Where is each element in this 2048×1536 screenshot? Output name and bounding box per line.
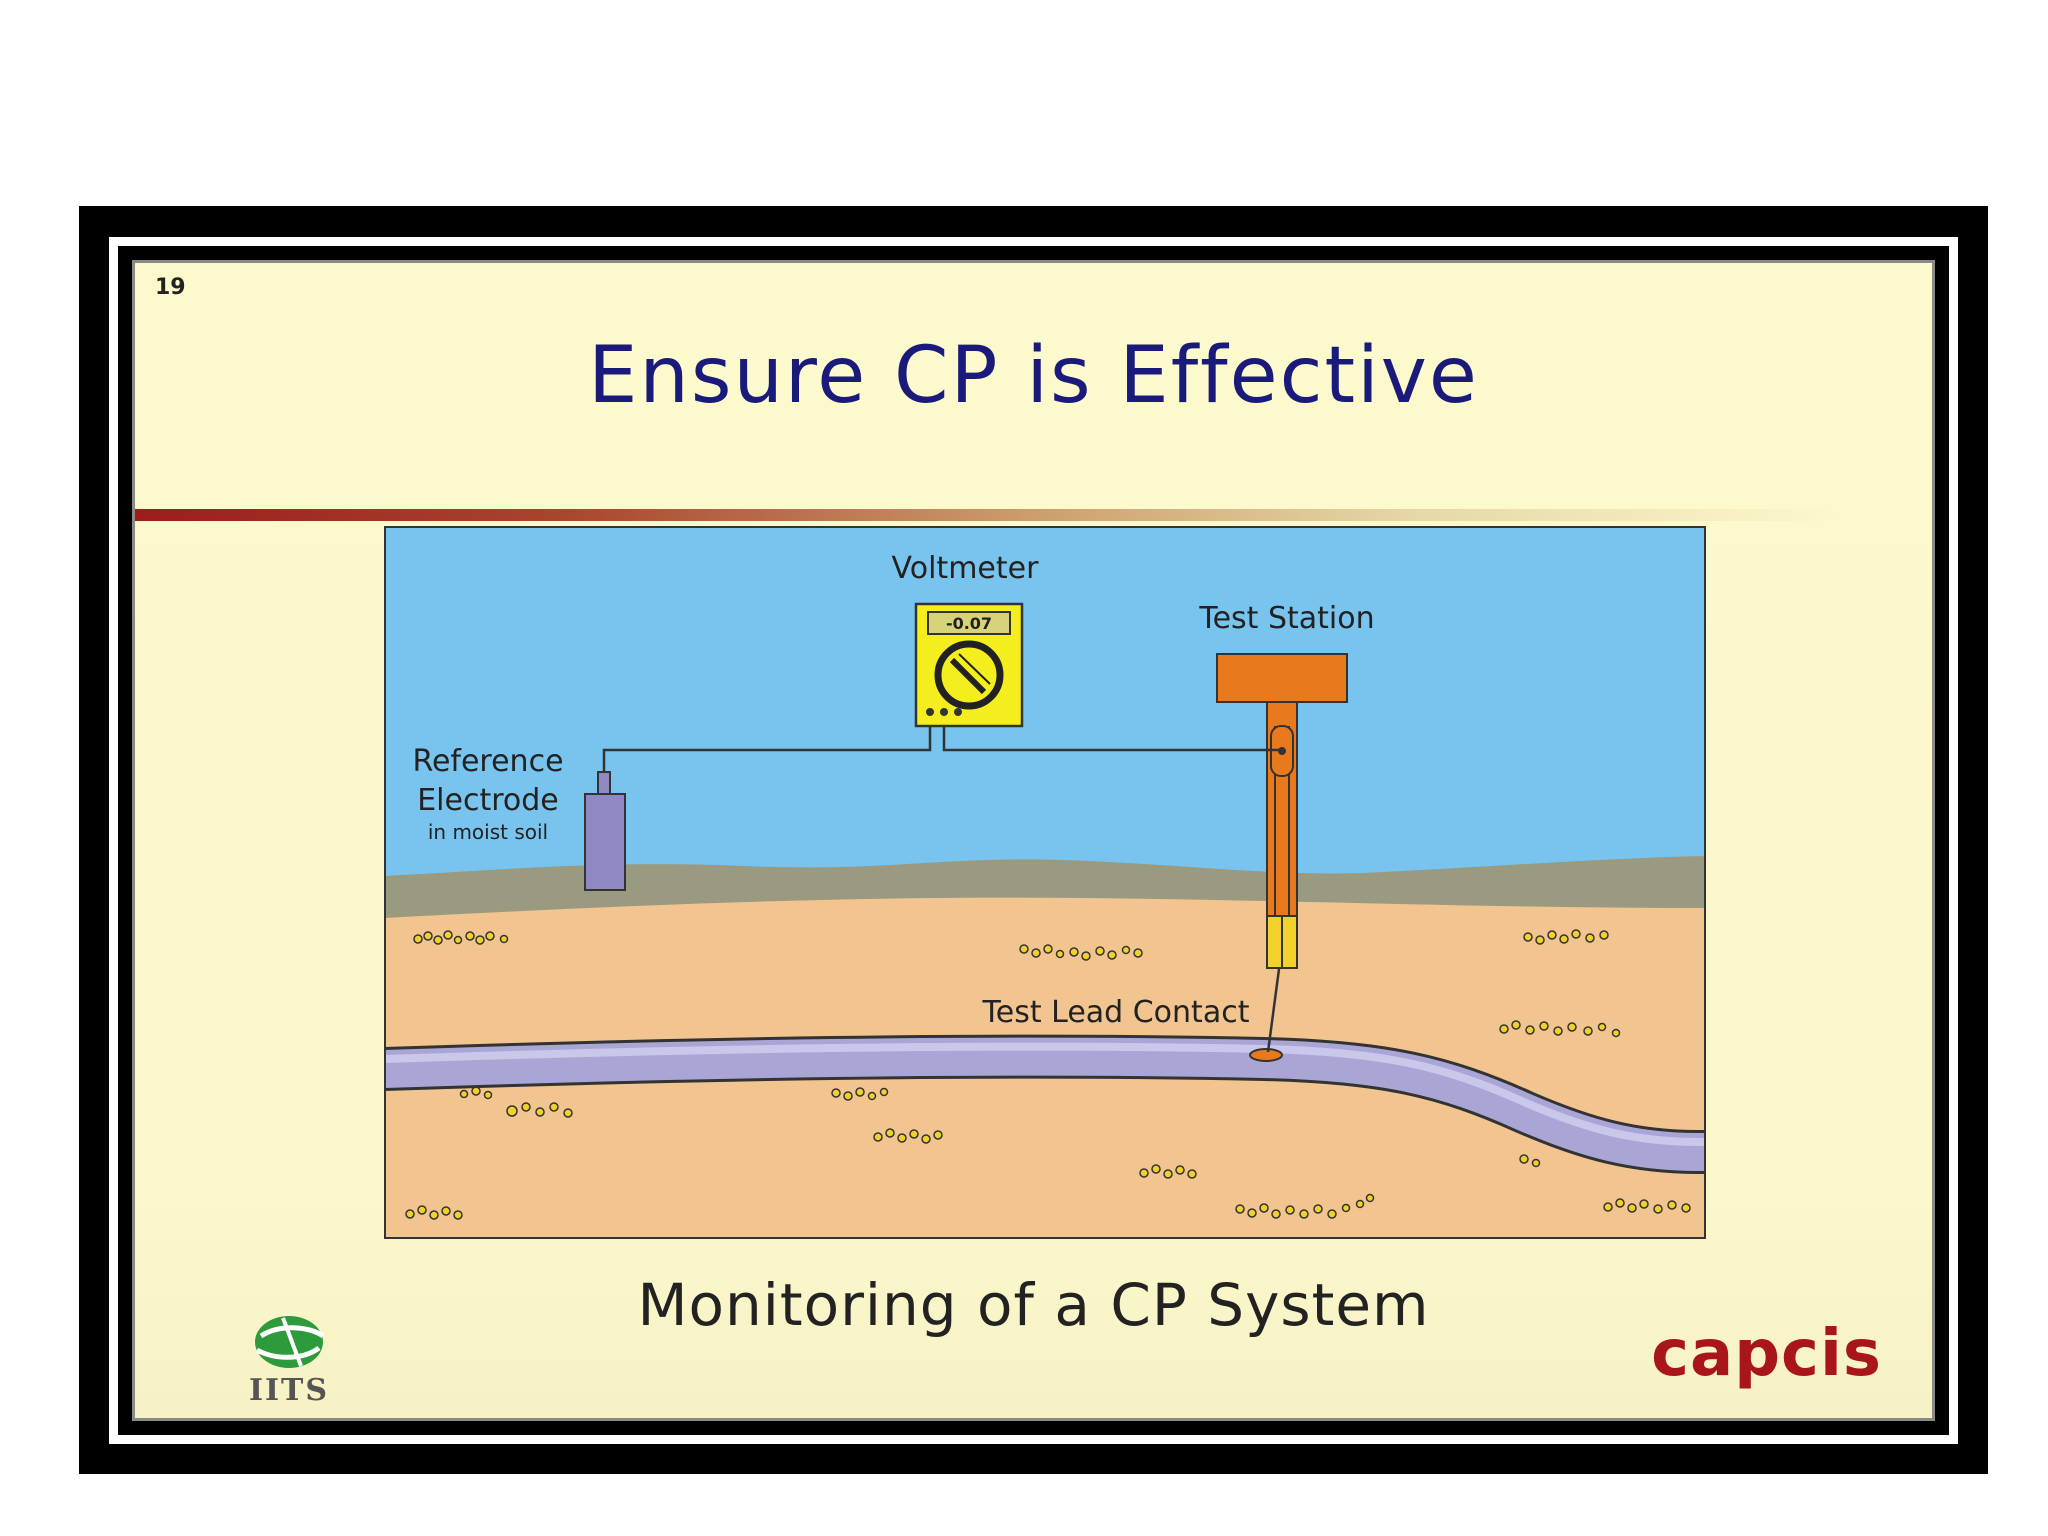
gravel-cluster [405,1205,463,1220]
voltmeter-terminal [940,708,948,716]
slide-inner-frame: 19 Ensure CP is Effective [118,246,1949,1435]
gravel-cluster [1523,929,1609,945]
gravel-cluster [1139,1164,1197,1179]
test-lead-wire [1266,968,1281,1053]
slide-number: 19 [155,275,186,300]
gravel-cluster [1519,1154,1541,1168]
voltmeter-display [927,611,1011,635]
gravel-cluster [831,1087,889,1101]
cp-monitoring-diagram: -0.07 Voltmeter Test Station Reference E… [384,526,1706,1239]
voltmeter-terminal [954,708,962,716]
reference-electrode-note: in moist soil [428,820,548,844]
capcis-logo: capcis [1651,1317,1882,1391]
topsoil-layer [384,856,1706,918]
gravel-cluster [1019,944,1143,961]
iits-logo-text: IITS [249,1373,329,1406]
slide-frame-gap: 19 Ensure CP is Effective [109,237,1958,1444]
test-station-head [1216,653,1348,703]
test-lead-contact-point [1249,1048,1283,1062]
voltmeter-reading: -0.07 [946,614,992,633]
voltmeter-terminal [926,708,934,716]
iits-logo: IITS [249,1316,329,1406]
diagram-caption: Monitoring of a CP System [637,1271,1430,1339]
gravel-cluster [413,930,509,945]
slide-title: Ensure CP is Effective [588,331,1479,421]
gravel-cluster [873,1128,943,1144]
test-station-label: Test Station [1198,601,1374,636]
wire-to-test-station [942,716,1282,752]
title-divider [135,509,1835,521]
reference-electrode-label-line1: Reference [412,744,563,779]
gravel-cluster [1235,1193,1375,1219]
gravel-cluster [1499,1020,1621,1038]
test-lead-contact-label: Test Lead Contact [982,995,1250,1030]
gravel-cluster [1603,1198,1691,1214]
reference-electrode [584,793,626,891]
slide: 19 Ensure CP is Effective [132,260,1935,1421]
diagram-border [384,526,1706,1239]
reference-electrode-label-line2: Electrode [417,783,559,818]
reference-electrode-cap [597,771,611,795]
gravel-cluster [459,1086,573,1118]
voltmeter-label: Voltmeter [892,551,1040,586]
slide-outer-frame: 19 Ensure CP is Effective [79,206,1988,1474]
